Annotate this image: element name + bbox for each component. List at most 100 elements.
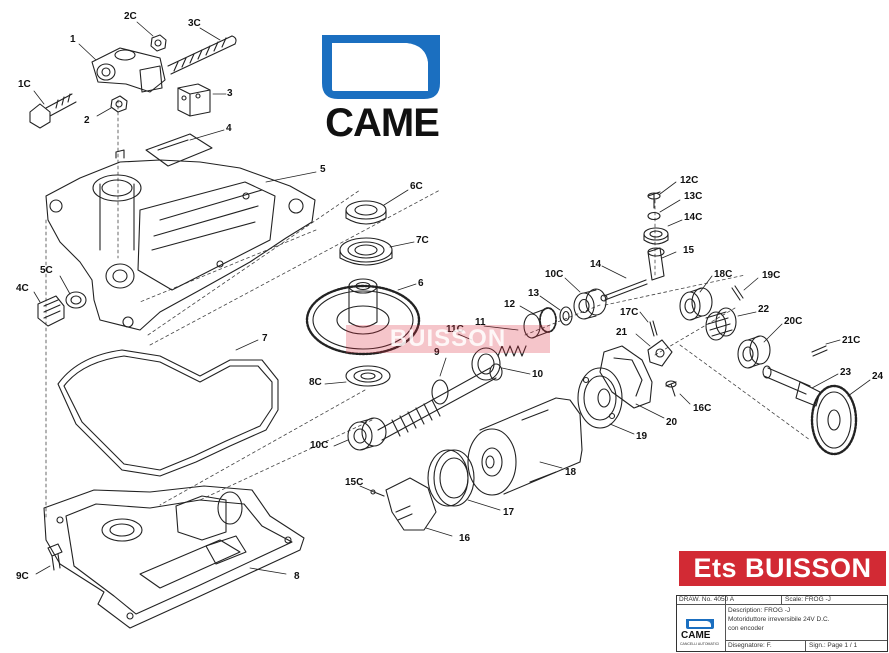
part-9-worm-shaft bbox=[377, 363, 503, 441]
callout-3: 3 bbox=[227, 88, 233, 99]
callout-11C: 11C bbox=[446, 324, 464, 335]
drawing-sheet: Sign.: Page 1 / 1 bbox=[809, 642, 858, 649]
part-18-motor bbox=[467, 397, 583, 496]
callout-10C-bottom: 10C bbox=[310, 440, 329, 451]
callout-21: 21 bbox=[616, 327, 628, 338]
callout-6: 6 bbox=[418, 278, 424, 289]
part-2-nut bbox=[110, 95, 128, 113]
part-7C-bearing bbox=[339, 237, 393, 266]
callout-20C: 20C bbox=[784, 316, 803, 327]
part-5C-washer bbox=[65, 291, 87, 309]
part-21-cam bbox=[647, 339, 673, 367]
part-1C-bolt bbox=[29, 93, 77, 129]
callout-7C: 7C bbox=[416, 235, 429, 246]
callout-19C: 19C bbox=[762, 270, 781, 281]
part-15C-screw bbox=[370, 489, 385, 497]
drawing-description-label: Description: FROG -J bbox=[728, 607, 791, 614]
callout-18C: 18C bbox=[714, 269, 733, 280]
callout-1C: 1C bbox=[18, 79, 31, 90]
part-16-encoder-board bbox=[385, 477, 437, 531]
callout-23: 23 bbox=[840, 367, 852, 378]
part-14C-bushing bbox=[643, 227, 669, 245]
title-block-came-logo: CAME CANCELLI AUTOMATICI bbox=[679, 618, 723, 650]
part-19-motor-flange bbox=[577, 367, 623, 429]
callout-8: 8 bbox=[294, 571, 300, 582]
part-7-gasket bbox=[57, 349, 279, 477]
came-logo-word: CAME bbox=[325, 101, 440, 145]
part-10C-bearing-upper bbox=[573, 288, 607, 320]
callout-15C: 15C bbox=[345, 477, 364, 488]
callout-24: 24 bbox=[872, 371, 884, 382]
part-15-release-lever bbox=[647, 247, 665, 281]
callout-4C: 4C bbox=[16, 283, 29, 294]
drawing-description-line-2: con encoder bbox=[728, 625, 764, 632]
part-20C-bearing bbox=[737, 335, 771, 369]
part-19C-pin bbox=[731, 285, 744, 301]
part-13-washer bbox=[559, 306, 573, 326]
callout-17: 17 bbox=[503, 507, 515, 518]
part-16C-screw bbox=[665, 380, 677, 397]
part-18C-bearing bbox=[679, 287, 713, 321]
drawing-title-block: DRAW. No. 4050 A Scale: FROG -J Descript… bbox=[676, 595, 888, 652]
drawing-scale: Scale: FROG -J bbox=[785, 596, 831, 603]
part-3-block bbox=[177, 83, 211, 117]
part-9C-screw bbox=[47, 543, 63, 571]
part-10C-bearing-lower bbox=[347, 417, 387, 451]
part-23-shaft bbox=[762, 365, 821, 407]
callout-5: 5 bbox=[320, 164, 326, 175]
part-8-base-plate bbox=[43, 485, 305, 629]
callout-21C: 21C bbox=[842, 335, 861, 346]
part-1-bracket bbox=[91, 47, 166, 93]
callout-8C: 8C bbox=[309, 377, 322, 388]
callout-10: 10 bbox=[532, 369, 544, 380]
part-17-magnet-ring bbox=[427, 449, 475, 507]
part-12C-screw bbox=[647, 191, 661, 209]
part-13C-washer bbox=[647, 211, 661, 221]
callout-9: 9 bbox=[434, 347, 440, 358]
came-logo-mark bbox=[322, 35, 440, 99]
part-11-spring bbox=[497, 345, 527, 357]
callout-9C: 9C bbox=[16, 571, 29, 582]
callout-3C: 3C bbox=[188, 18, 201, 29]
callout-15: 15 bbox=[683, 245, 695, 256]
buisson-watermark: BUISSON bbox=[346, 325, 550, 353]
callout-14: 14 bbox=[590, 259, 602, 270]
came-logo: CAME bbox=[320, 33, 444, 143]
drawing-drawn-by: Disegnatore: F. bbox=[728, 642, 772, 649]
callout-7: 7 bbox=[262, 333, 268, 344]
drawing-number: DRAW. No. 4050 A bbox=[679, 596, 735, 603]
callout-13C: 13C bbox=[684, 191, 703, 202]
callout-14C: 14C bbox=[684, 212, 703, 223]
callout-1: 1 bbox=[70, 34, 76, 45]
part-21C-pin bbox=[811, 345, 828, 357]
dealer-banner: Ets BUISSON bbox=[679, 551, 886, 586]
callout-16: 16 bbox=[459, 533, 471, 544]
callout-12C: 12C bbox=[680, 175, 699, 186]
callout-22: 22 bbox=[758, 304, 770, 315]
callout-16C: 16C bbox=[693, 403, 712, 414]
part-8C-bearing bbox=[345, 365, 391, 387]
part-14-pin bbox=[600, 279, 648, 302]
callout-leader-lines bbox=[33, 21, 871, 575]
part-10-ring bbox=[471, 347, 501, 381]
part-4C-plug bbox=[37, 295, 65, 327]
part-17C-pin bbox=[649, 320, 658, 337]
callout-18: 18 bbox=[565, 467, 577, 478]
callout-6C: 6C bbox=[410, 181, 423, 192]
assembly-axis-lines bbox=[45, 99, 811, 521]
callout-5C: 5C bbox=[40, 265, 53, 276]
title-block-logo-subtitle: CANCELLI AUTOMATICI bbox=[680, 642, 720, 646]
callout-4: 4 bbox=[226, 123, 232, 134]
title-block-logo-word: CAME bbox=[681, 630, 711, 641]
callout-17C: 17C bbox=[620, 307, 639, 318]
part-5-gear-housing bbox=[45, 149, 316, 331]
callout-2: 2 bbox=[84, 115, 90, 126]
part-22-spring bbox=[705, 307, 737, 341]
part-6C-bushing bbox=[345, 200, 387, 225]
callout-11: 11 bbox=[475, 317, 486, 328]
title-block-logo-mark bbox=[686, 619, 714, 629]
callout-10C-top: 10C bbox=[545, 269, 564, 280]
part-3C-threaded-rod bbox=[167, 35, 237, 75]
